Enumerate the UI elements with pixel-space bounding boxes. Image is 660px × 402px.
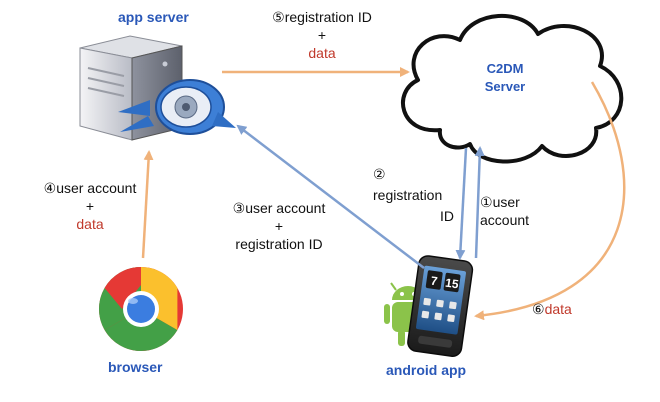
phone-clock-hour: 7 [430,274,439,289]
arrow-6-c2dm-to-phone [474,81,626,321]
step-3-line2: registration ID [235,236,323,252]
step-6-label: ⑥data [532,300,572,318]
arrow-4-browser-to-server [141,150,154,259]
step-3-line1: user account [245,200,326,216]
step-1-number: ① [480,194,493,210]
step-5-line1: registration ID [284,9,372,25]
phone-clock-minute: 15 [444,276,459,292]
c2dm-label-line1: C2DM [486,61,524,76]
chrome-browser-icon [98,266,183,352]
step-5-number: ⑤ [272,9,285,25]
step-1-line1: user [492,194,520,210]
c2dm-cloud-icon [401,13,624,164]
step-3-plus: + [274,218,284,234]
step-6-number: ⑥ [532,301,545,317]
app-server-label: app server [118,9,189,25]
android-phone-icon: 7 15 [384,255,474,357]
step-4-label: ④user account + data [34,179,146,233]
step-4-plus: + [85,198,95,214]
step-6-line1: data [544,301,572,317]
step-3-label: ③user account + registration ID [218,199,340,253]
c2dm-label-line2: Server [484,79,526,94]
step-5-label: ⑤registration ID + data [262,8,382,62]
step-3-number: ③ [232,200,246,216]
step-2-line2: ID [440,208,454,224]
step-4-number: ④ [43,180,57,196]
app-server-icon [79,35,236,141]
step-1-label: ①user account [480,193,529,229]
step-2-line1: registration [373,187,443,203]
step-2-number: ② [373,166,386,182]
step-5-plus: + [317,27,327,43]
step-4-line1: user account [56,180,137,196]
step-1-line2: account [480,212,530,228]
arrow-3-phone-to-server [236,124,425,269]
arrow-1-phone-to-c2dm [474,146,485,259]
arrow-2-c2dm-to-phone [455,147,468,260]
step-4-line2: data [76,216,104,232]
c2dm-server-label: C2DM Server [470,60,540,96]
android-app-label: android app [386,362,467,378]
browser-label: browser [108,359,163,375]
step-5-line2: data [308,45,336,61]
